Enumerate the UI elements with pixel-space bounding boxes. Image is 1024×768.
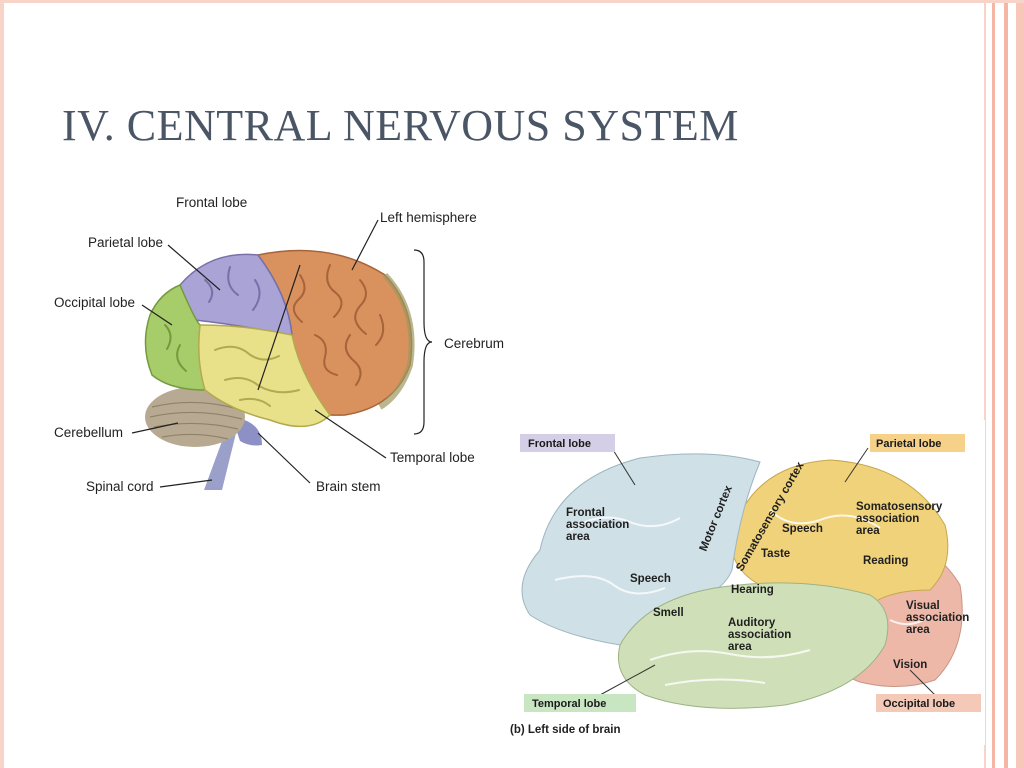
taste-label: Taste <box>761 548 790 560</box>
label-occipital-lobe: Occipital lobe <box>54 295 135 310</box>
border-top-line <box>0 0 1024 3</box>
label-frontal-lobe: Frontal lobe <box>176 195 247 210</box>
speech-frontal-label: Speech <box>630 573 671 585</box>
frontal-assoc-line-3: area <box>566 531 590 543</box>
visual-assoc-line-1: Visual <box>906 600 940 612</box>
side-temporal-region <box>617 582 889 709</box>
vision-label: Vision <box>893 659 927 671</box>
occipital-lobe-region <box>144 284 206 391</box>
auditory-assoc-line-3: area <box>728 641 752 653</box>
tag-frontal-lobe: Frontal lobe <box>528 438 591 450</box>
label-spinal-cord: Spinal cord <box>86 479 154 494</box>
label-temporal-lobe: Temporal lobe <box>390 450 475 465</box>
border-stripe-3 <box>984 0 986 768</box>
auditory-assoc-line-2: association <box>728 629 791 641</box>
frontal-assoc-line-2: association <box>566 519 629 531</box>
smell-label: Smell <box>653 607 684 619</box>
tag-parietal-lobe: Parietal lobe <box>876 438 941 450</box>
label-brain-stem: Brain stem <box>316 479 381 494</box>
tag-occipital-lobe: Occipital lobe <box>883 698 955 710</box>
tag-frontal-bg <box>520 434 615 452</box>
slide-title: IV. CENTRAL NERVOUS SYSTEM <box>62 101 739 150</box>
somato-assoc-line-2: association <box>856 513 919 525</box>
auditory-assoc-line-1: Auditory <box>728 617 776 629</box>
label-cerebrum: Cerebrum <box>444 336 504 351</box>
tag-temporal-lobe: Temporal lobe <box>532 698 606 710</box>
somato-assoc-line-1: Somatosensory <box>856 501 943 513</box>
spinal-cord <box>204 425 238 490</box>
speech-parietal-label: Speech <box>782 523 823 535</box>
border-stripe-outer <box>1016 0 1024 768</box>
tag-occipital-bg <box>876 694 981 712</box>
label-cerebellum: Cerebellum <box>54 425 123 440</box>
brain-3d-diagram: Frontal lobe Left hemisphere Parietal lo… <box>54 195 504 494</box>
tag-temporal-bg <box>524 694 636 712</box>
somato-assoc-line-3: area <box>856 525 880 537</box>
brain-side-diagram: Frontal lobe Parietal lobe Temporal lobe… <box>500 420 985 745</box>
cerebellum <box>145 387 245 447</box>
hearing-label: Hearing <box>731 584 774 596</box>
label-left-hemisphere: Left hemisphere <box>380 210 477 225</box>
visual-assoc-line-2: association <box>906 612 969 624</box>
border-stripe-left <box>0 0 4 768</box>
border-stripe-2 <box>992 0 995 768</box>
tag-parietal-bg <box>870 434 965 452</box>
side-caption: (b) Left side of brain <box>510 724 621 736</box>
visual-assoc-line-3: area <box>906 624 930 636</box>
border-stripe-1 <box>1004 0 1008 768</box>
frontal-assoc-line-1: Frontal <box>566 507 605 519</box>
label-parietal-lobe: Parietal lobe <box>88 235 163 250</box>
reading-label: Reading <box>863 555 908 567</box>
